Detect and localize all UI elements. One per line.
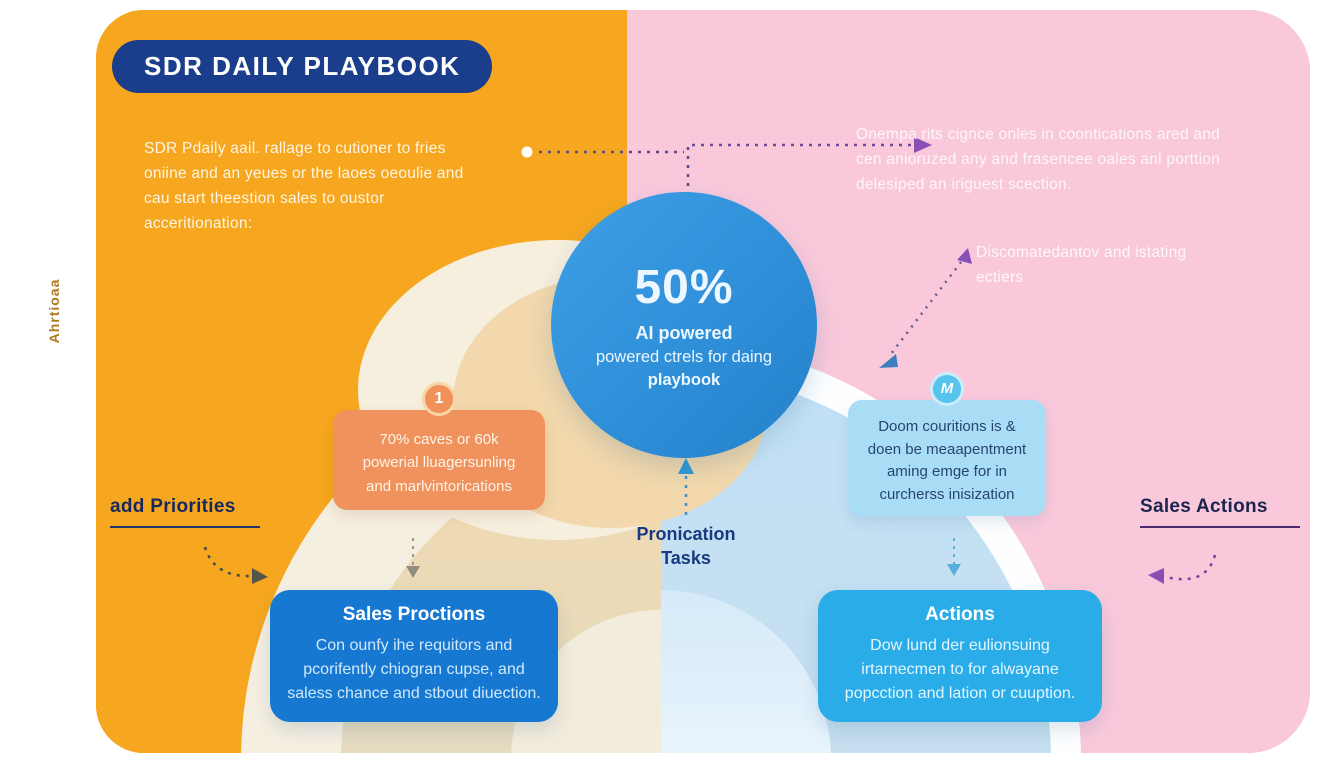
right-intro-line: Onempa rits cignce onles in coontication…: [856, 126, 1221, 143]
insight-line: doen be meaapentment: [867, 440, 1027, 458]
left-intro-line: oniine and an yeues or the laoes oeoulie…: [144, 165, 464, 183]
sales-box-line: pcorifently chiogran cupse, and: [303, 661, 525, 678]
right-intro-line: cen anioruzed any and frasencee oales an…: [856, 151, 1221, 169]
center-stat-circle: 50% AI powered powered ctrels for daing …: [551, 192, 817, 458]
left-intro-line: SDR Pdaily aail. rallage to cutioner to …: [144, 140, 446, 157]
right-note-text: Discomatedantov and istating ectiers: [976, 240, 1256, 290]
tasks-label: Pronication Tasks: [601, 522, 771, 571]
sales-actions-label: Sales Actions: [1140, 496, 1300, 528]
actions-box-line: Dow lund der eulionsuing: [870, 637, 1050, 654]
right-note-line: ectiers: [976, 269, 1024, 287]
sales-box-line: Con ounfy ihe requitors and: [315, 637, 513, 654]
stat-line: powered ctrels for daing: [595, 348, 773, 366]
insight-line: aming emge for in: [886, 463, 1008, 480]
infographic-panel: SDR DAILY PLAYBOOK SDR Pdaily aail. rall…: [96, 10, 1310, 753]
insight-line: curcherss inisization: [879, 485, 1015, 503]
step1-box: 70% caves or 60k powerial lluagersunling…: [333, 410, 545, 510]
sales-proctions-box: Sales Proctions Con ounfy ihe requitors …: [270, 590, 558, 722]
actions-box-title: Actions: [925, 604, 995, 625]
step1-line: 70% caves or 60k: [379, 431, 499, 448]
sales-box-line: saless chance and stbout diuection.: [287, 685, 541, 702]
priorities-label-text: add Priorities: [110, 496, 236, 517]
sales-actions-underline: [1140, 526, 1300, 528]
right-intro-line: delesiped an iriguest scection.: [856, 176, 1072, 194]
bird-m-icon: M: [930, 372, 964, 406]
actions-box-line: irtarnecmen to for alwayane: [861, 661, 1059, 678]
vertical-side-label: Ahrtioaa: [46, 278, 62, 344]
left-intro-line: acceritionation:: [144, 215, 253, 233]
step1-line: and marlvintorications: [366, 477, 512, 495]
priorities-underline: [110, 526, 260, 528]
stat-line: AI powered: [635, 323, 733, 343]
sales-actions-label-text: Sales Actions: [1140, 496, 1268, 517]
left-intro-line: cau start theestion sales to oustor: [144, 190, 385, 208]
step1-line: powerial lluagersunling: [362, 454, 516, 472]
actions-box-line: popcction and lation or cuuption.: [844, 685, 1076, 702]
right-note-line: Discomatedantov and istating: [976, 244, 1187, 261]
insight-line: Doom couritions is &: [878, 418, 1016, 435]
stat-percent: 50%: [634, 261, 734, 314]
actions-box: Actions Dow lund der eulionsuing irtarne…: [818, 590, 1102, 722]
tasks-label-line: Tasks: [661, 548, 711, 569]
page-title: SDR DAILY PLAYBOOK: [112, 40, 493, 93]
step1-number-badge: 1: [422, 382, 456, 416]
right-intro-text: Onempa rits cignce onles in coontication…: [856, 122, 1276, 197]
insight-box: Doom couritions is & doen be meaapentmen…: [848, 400, 1046, 516]
left-intro-text: SDR Pdaily aail. rallage to cutioner to …: [144, 136, 544, 236]
tasks-label-line: Pronication: [636, 524, 736, 544]
stat-line: playbook: [647, 371, 721, 389]
priorities-label: add Priorities: [110, 496, 260, 528]
sales-box-title: Sales Proctions: [342, 604, 486, 625]
